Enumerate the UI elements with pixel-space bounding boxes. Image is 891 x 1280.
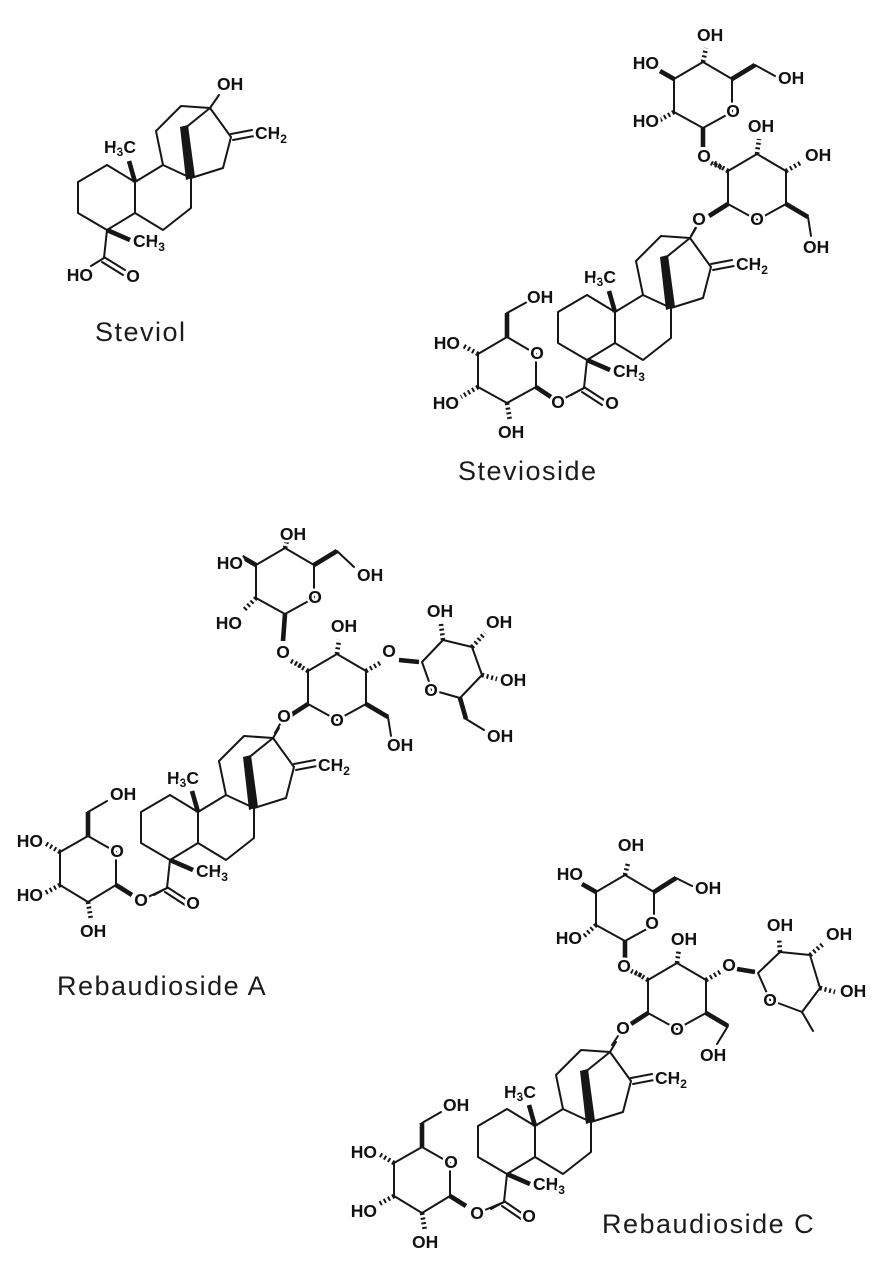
hydroxyl-label: OH	[80, 921, 106, 941]
stevioside-bond-skeleton	[459, 47, 812, 422]
methyl-ch3-label: CH3	[196, 861, 228, 884]
ring-oxygen-label: O	[750, 209, 764, 229]
ring-oxygen-label: O	[530, 343, 544, 363]
methyl-h3c-label: H3C	[584, 267, 616, 289]
hydroxyl-label: OH	[527, 287, 553, 307]
hydroxyl-label: HO	[633, 53, 659, 73]
molecule-stevioside: OH HO HO OH O O OH OH OH O O H3C CH2 CH3…	[430, 23, 834, 489]
ring-oxygen-label: O	[726, 101, 740, 121]
hydroxyl-label: HO	[216, 613, 242, 633]
methyl-ch3-label: CH3	[133, 231, 165, 254]
hydroxyl-label: OH	[498, 422, 524, 442]
hydroxyl-label: OH	[840, 981, 866, 1001]
hydroxyl-label: OH	[618, 835, 644, 855]
molecule-rebaudioside-c: OH HO HO OH O O OH O O O OH OH OH OH O H…	[348, 833, 869, 1255]
molecule-name-rebaudioside-c: Rebaudioside C	[602, 1209, 815, 1239]
hydroxyl-label: HO	[433, 393, 459, 413]
steviol-bond-skeleton	[77, 94, 255, 276]
hydroxyl-label: OH	[803, 237, 829, 257]
ring-oxygen-label: O	[763, 990, 777, 1010]
hydroxyl-label: OH	[217, 74, 243, 94]
carbonyl-o-label: O	[126, 266, 140, 286]
hydroxyl-label: HO	[556, 928, 582, 948]
hydroxyl-label: OH	[778, 68, 804, 88]
carbonyl-o-label: O	[605, 393, 619, 413]
hydroxyl-label: HO	[633, 111, 659, 131]
ester-oxygen-label: O	[470, 1203, 484, 1223]
ester-oxygen-label: O	[134, 890, 148, 910]
hydroxyl-label: OH	[748, 116, 774, 136]
hydroxyl-label: OH	[110, 784, 136, 804]
hydroxyl-label: OH	[805, 145, 831, 165]
rebaudioside-c-bond-skeleton	[377, 862, 836, 1232]
hydroxyl-label: OH	[427, 601, 453, 621]
methylene-ch2-label: CH2	[318, 755, 350, 778]
hydroxyl-label: HO	[557, 864, 583, 884]
glycosidic-oxygen-label: O	[692, 209, 706, 229]
hydroxyl-label: OH	[387, 735, 413, 755]
methylene-ch2-label: CH2	[255, 123, 287, 146]
molecule-name-rebaudioside-a: Rebaudioside A	[57, 971, 267, 1001]
glycosidic-oxygen-label: O	[617, 956, 631, 976]
hydroxyl-label: HO	[17, 831, 43, 851]
methyl-h3c-label: H3C	[504, 1082, 536, 1104]
hydroxyl-label: OH	[486, 612, 512, 632]
ring-oxygen-label: O	[110, 841, 124, 861]
glycosidic-oxygen-label: O	[616, 1018, 630, 1038]
rebaudioside-a-bond-skeleton	[43, 536, 498, 921]
glycosidic-oxygen-label: O	[722, 955, 736, 975]
hydroxyl-label: HO	[351, 1201, 377, 1221]
methyl-h3c-label: H3C	[104, 137, 136, 159]
ring-oxygen-label: O	[645, 913, 659, 933]
glycosidic-oxygen-label: O	[697, 146, 711, 166]
hydroxyl-label: OH	[700, 1045, 726, 1065]
hydroxyl-label: HO	[434, 333, 460, 353]
hydroxyl-label: OH	[767, 915, 793, 935]
ring-oxygen-label: O	[670, 1019, 684, 1039]
methyl-ch3-label: CH3	[613, 361, 645, 384]
molecule-name-stevioside: Stevioside	[458, 456, 598, 486]
carbonyl-o-label: O	[522, 1206, 536, 1226]
methyl-ch3-label: CH3	[533, 1174, 565, 1197]
methylene-ch2-label: CH2	[655, 1068, 687, 1091]
hydroxyl-label: OH	[357, 565, 383, 585]
glycosidic-oxygen-label: O	[277, 706, 291, 726]
hydroxyl-label: OH	[695, 878, 721, 898]
glycosidic-oxygen-label: O	[382, 641, 396, 661]
hydroxyl-label: OH	[487, 726, 513, 746]
methylene-ch2-label: CH2	[736, 254, 768, 277]
hydroxyl-label: OH	[671, 929, 697, 949]
hydroxyl-label: OH	[280, 524, 306, 544]
molecule-name-steviol: Steviol	[95, 317, 187, 347]
hydroxyl-label: OH	[412, 1232, 438, 1252]
hydroxyl-label: HO	[351, 1142, 377, 1162]
ring-oxygen-label: O	[444, 1152, 458, 1172]
ester-oxygen-label: O	[551, 392, 565, 412]
molecule-steviol: OH H3C CH2 CH3 HO O Steviol	[64, 72, 290, 350]
acid-ho-label: HO	[67, 265, 93, 285]
ring-oxygen-label: O	[330, 710, 344, 730]
ring-oxygen-label: O	[424, 680, 438, 700]
molecule-rebaudioside-a: OH HO HO OH O O OH O O O OH OH OH OH OH …	[14, 522, 529, 1004]
hydroxyl-label: HO	[17, 885, 43, 905]
glycosidic-oxygen-label: O	[276, 642, 290, 662]
hydroxyl-label: HO	[217, 553, 243, 573]
hydroxyl-label: OH	[331, 616, 357, 636]
hydroxyl-label: OH	[443, 1095, 469, 1115]
hydroxyl-label: OH	[697, 25, 723, 45]
carbonyl-o-label: O	[186, 893, 200, 913]
methyl-h3c-label: H3C	[167, 768, 199, 790]
hydroxyl-label: OH	[500, 670, 526, 690]
ring-oxygen-label: O	[308, 587, 322, 607]
hydroxyl-label: OH	[826, 924, 852, 944]
